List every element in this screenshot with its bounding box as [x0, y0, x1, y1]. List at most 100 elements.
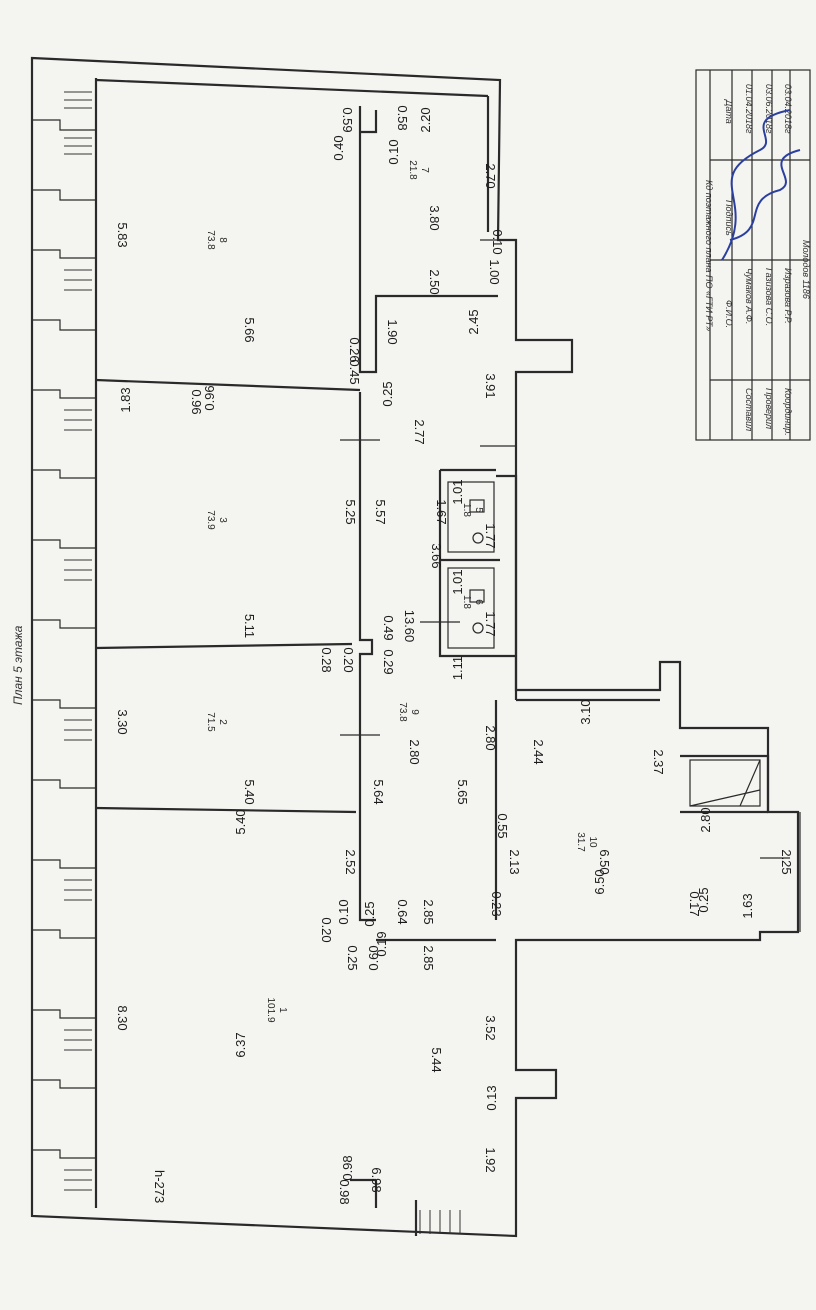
dimension-label: 0.10 — [490, 229, 505, 254]
dimension-label: 2.80 — [407, 739, 422, 764]
dimension-label: 1.83 — [118, 387, 133, 412]
dimension-label: 6.50 — [597, 849, 612, 874]
dimension-label: 2.44 — [531, 739, 546, 764]
room-no: 7 — [419, 167, 430, 173]
dimension-label: 0.55 — [495, 813, 510, 838]
dimension-label: 5.83 — [115, 222, 130, 247]
dimension-label: 0.59 — [340, 107, 355, 132]
room-area: 31.7 — [575, 832, 586, 852]
dimension-label: 0.96 — [189, 389, 204, 414]
room-area: 71.5 — [205, 712, 216, 732]
dimension-label: 0.29 — [381, 649, 396, 674]
room-no: 6 — [473, 599, 484, 605]
title-block: Кд поэтажного плана ПО «ГТИ РТ» Ф.И.О. П… — [695, 69, 811, 441]
stamp-header: Кд поэтажного плана ПО «ГТИ РТ» — [704, 180, 714, 331]
room-area: 73.8 — [397, 702, 408, 722]
dimension-label: 0.25 — [362, 901, 377, 926]
stamp-date: 01.04.2018г — [744, 84, 754, 134]
dimension-label: 8.30 — [115, 1005, 130, 1030]
dimension-label: 5.65 — [455, 779, 470, 804]
stamp-name: Изразова Р.Р. — [783, 268, 793, 324]
room-no: 3 — [217, 517, 228, 523]
dimension-label: 1.00 — [487, 259, 502, 284]
dimension-label: 2.13 — [507, 849, 522, 874]
room-area: 21.8 — [407, 160, 418, 180]
dimension-label: 3.91 — [483, 373, 498, 398]
room-area: 73.8 — [205, 230, 216, 250]
dimension-label: 3.80 — [427, 205, 442, 230]
dimension-label: 5.57 — [373, 499, 388, 524]
dimension-label: 0.17 — [687, 891, 702, 916]
dimension-label: 2.20 — [418, 107, 433, 132]
lift-shaft — [689, 759, 761, 807]
dimension-label: 1.01 — [450, 569, 465, 594]
dimension-label: 5.25 — [343, 499, 358, 524]
dimension-label: 5.11 — [242, 614, 257, 638]
dimension-label: 0.49 — [381, 615, 396, 640]
dimension-label: 0.98 — [337, 1179, 352, 1204]
dimension-label: 3.10 — [578, 699, 593, 724]
stamp-col-name: Ф.И.О. — [724, 300, 734, 328]
room-area: 1.8 — [461, 595, 472, 609]
dimension-label: 1.92 — [483, 1147, 498, 1172]
dimension-label: 0.58 — [395, 105, 410, 130]
stamp-footer: Молодов 1186 — [801, 240, 811, 299]
stamp-col-date: Дата — [724, 99, 734, 124]
stamp-date: 03.06.2018г — [764, 84, 774, 134]
dimension-label: 3.30 — [115, 709, 130, 734]
room-no: 1 — [277, 1007, 288, 1013]
dimension-label: 0.20 — [319, 917, 334, 942]
dimension-label: 0.96 — [202, 385, 217, 410]
plan-title-text: План 5 этажа — [11, 625, 25, 705]
dimension-label: 0.64 — [395, 899, 410, 924]
exterior-walls — [30, 56, 800, 1238]
dimension-label: 2.45 — [466, 309, 481, 334]
dimension-label: 1.77 — [483, 611, 498, 636]
room-area: 1.8 — [461, 503, 472, 517]
dimension-label: 0.19 — [374, 931, 389, 956]
room-no: 8 — [217, 237, 228, 243]
dimension-label: 6.50 — [592, 869, 607, 894]
dimension-label: 0.10 — [336, 899, 351, 924]
dimension-label: 1.67 — [434, 499, 449, 524]
wc-fixtures — [447, 481, 495, 649]
dimension-label: 5.40 — [242, 779, 257, 804]
dimension-label: 0.40 — [331, 135, 346, 160]
dimension-label: 2.70 — [483, 163, 498, 188]
interior-walls — [95, 106, 770, 1236]
dimension-label: 6.98 — [369, 1167, 384, 1192]
stamp-role: Составил — [744, 388, 754, 431]
dimension-label: 1.63 — [740, 893, 755, 918]
dimension-label: 5.64 — [371, 779, 386, 804]
dimension-label: 0.10 — [386, 139, 401, 164]
dimension-label: 2.85 — [421, 899, 436, 924]
dimension-label: 5.44 — [429, 1047, 444, 1072]
dimension-label: 0.23 — [489, 891, 504, 916]
dimension-label: 2.80 — [483, 725, 498, 750]
room-no: 10 — [587, 836, 598, 848]
stamp-date: 03.04.2018г — [783, 84, 793, 134]
dimension-ticks — [340, 239, 801, 932]
dimension-label: 0.25 — [345, 945, 360, 970]
dimension-label: 2.80 — [698, 807, 713, 832]
stamp-col-sign: Подпись — [724, 200, 734, 236]
room-no: 2 — [217, 719, 228, 725]
dimension-label: 6.37 — [233, 1032, 248, 1057]
dimension-label: 2.37 — [651, 749, 666, 774]
stamp-role: Проверил — [764, 388, 774, 429]
room-no: 5 — [473, 507, 484, 513]
room-area: 73.9 — [205, 510, 216, 530]
dimension-label: 0.20 — [341, 647, 356, 672]
dimension-label: 3.52 — [483, 1015, 498, 1040]
dimension-label: 5.40 — [233, 809, 248, 834]
plan-title: План 5 этажа — [11, 625, 25, 705]
dimension-label: 0.25 — [380, 381, 395, 406]
dimension-label: 2.52 — [343, 849, 358, 874]
room-no: 9 — [409, 709, 420, 715]
dimension-label: 3.66 — [429, 543, 444, 568]
dimension-label: 1.90 — [385, 319, 400, 344]
dimension-label: 1.77 — [483, 523, 498, 548]
dimension-label: 0.25 — [696, 887, 711, 912]
